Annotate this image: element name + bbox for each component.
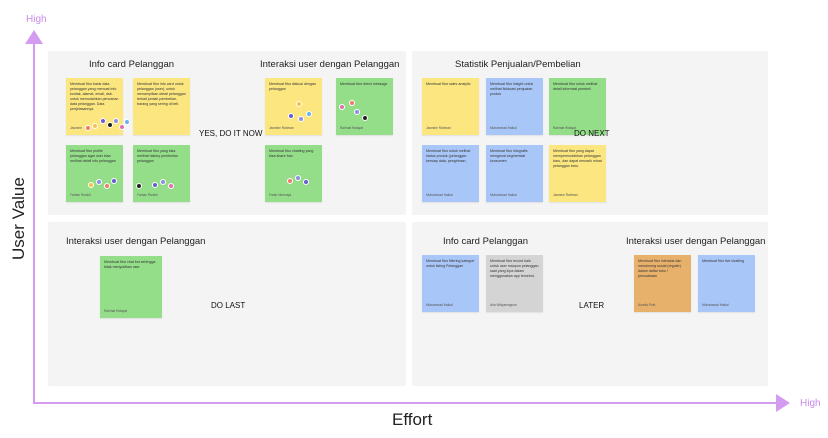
sticky-note[interactable]: Membuat fitur profile pelanggan agar use… (66, 145, 123, 202)
quadrant-label-do-next: DO NEXT (574, 129, 610, 138)
vote-dot (160, 179, 166, 185)
vote-dot (354, 109, 360, 115)
sticky-note[interactable]: Membuat fitur info card untuk pelanggan … (133, 78, 190, 135)
sticky-note[interactable]: Membuat fitur diskusi dengan pelanggan J… (265, 78, 322, 135)
sticky-note[interactable]: Membuat fitur live chatting Muhammad Hai… (698, 255, 755, 312)
sticky-note[interactable]: Membuat fitur infografis mengenai segmen… (486, 145, 543, 202)
vote-dot (136, 183, 142, 189)
sticky-note[interactable]: Membuat fitur yang dapat mempermudahkan … (549, 145, 606, 202)
vote-dot (303, 179, 309, 185)
vote-dot (306, 111, 312, 117)
vote-dot (124, 119, 130, 125)
group-title-interaksi: Interaksi user dengan Pelanggan (260, 59, 400, 70)
sticky-note[interactable]: Membuat fitur record baik untuk user mau… (486, 255, 543, 312)
sticky-note[interactable]: Membuat fitur interaksi dan mendorong so… (634, 255, 691, 312)
x-axis-line (33, 402, 777, 404)
y-axis-line (33, 42, 35, 404)
quadrant-label-later: LATER (579, 301, 605, 310)
vote-dot (85, 125, 91, 131)
vote-dot (107, 122, 113, 128)
y-axis-high-label: High (26, 14, 47, 25)
group-title-info-card: Info card Pelanggan (443, 236, 529, 247)
vote-dot (287, 178, 293, 184)
group-title-statistik: Statistik Penjualan/Pembelian (455, 59, 581, 70)
vote-dot (362, 115, 368, 121)
sticky-note[interactable]: Membuat fitur untuk melihat detail infor… (549, 78, 606, 135)
x-axis-title: Effort (392, 410, 433, 429)
vote-dot (288, 113, 294, 119)
group-title-interaksi: Interaksi user dengan Pelanggan (626, 236, 766, 247)
quadrant-label-do-last: DO LAST (211, 301, 246, 310)
sticky-note[interactable]: Membuat fitur filtering kategori untuk l… (422, 255, 479, 312)
vote-dot (295, 175, 301, 181)
sticky-note[interactable]: Membuat fitur sales analytic Jasmine Rah… (422, 78, 479, 135)
sticky-note[interactable]: Membuat fitur untuk melihat status produ… (422, 145, 479, 202)
vote-dot (168, 183, 174, 189)
quadrant-label-do-now: YES, DO IT NOW (199, 129, 263, 138)
sticky-note[interactable]: Membuat fitur direct message Rahmat Hida… (336, 78, 393, 135)
sticky-note[interactable]: Membuat fitur chatting yang bisa share f… (265, 145, 322, 202)
vote-dot (111, 178, 117, 184)
vote-dot (298, 116, 304, 122)
vote-dot (339, 104, 345, 110)
vote-dot (100, 118, 106, 124)
vote-dot (88, 182, 94, 188)
sticky-note[interactable]: Membuat fitur chat bot sehingga tidak me… (100, 256, 162, 318)
vote-dot (96, 179, 102, 185)
vote-dot (349, 100, 355, 106)
y-axis-title: User Value (9, 177, 28, 260)
sticky-note[interactable]: Membuat fitur yang bisa melihat history … (133, 145, 190, 202)
x-axis-high-label: High (800, 398, 821, 409)
group-title-interaksi: Interaksi user dengan Pelanggan (66, 236, 206, 247)
sticky-note[interactable]: Membuat fitur insight untuk melihat fluk… (486, 78, 543, 135)
vote-dot (113, 118, 119, 124)
vote-dot (92, 123, 98, 129)
x-axis-arrow-icon (776, 394, 790, 412)
vote-dot (152, 182, 158, 188)
vote-dot (296, 101, 302, 107)
group-title-info-card: Info card Pelanggan (89, 59, 175, 70)
y-axis-arrow-icon (25, 30, 43, 44)
vote-dot (104, 183, 110, 189)
vote-dot (119, 124, 125, 130)
